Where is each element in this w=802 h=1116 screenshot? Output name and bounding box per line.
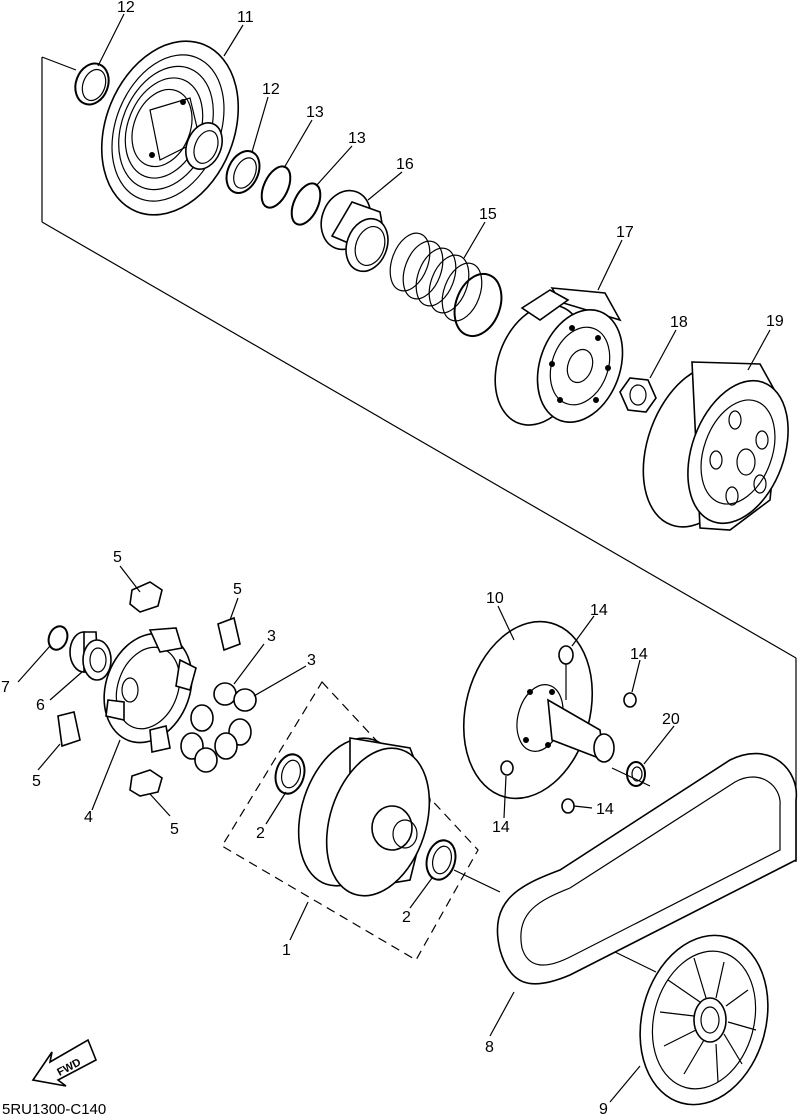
callout-14-bottom-right: 14	[596, 801, 614, 818]
part-20-washer	[626, 761, 646, 787]
leader-lines	[17, 13, 771, 1103]
diagram-code: 5RU1300-C140	[2, 1101, 106, 1116]
fwd-arrow-icon: FWD	[31, 1038, 98, 1087]
callout-15: 15	[479, 206, 497, 223]
part-18-nut	[619, 377, 657, 413]
part-3-weights	[180, 682, 257, 773]
callout-5-top: 5	[113, 549, 122, 566]
part-6-collar	[69, 631, 112, 681]
callout-5-right: 5	[233, 581, 242, 598]
callout-8: 8	[485, 1039, 494, 1056]
part-17-clutch-carrier	[494, 287, 624, 426]
part-7-circlip	[47, 625, 69, 651]
callout-17: 17	[616, 224, 634, 241]
callout-12-second: 12	[262, 81, 280, 98]
part-19-clutch-housing	[642, 361, 789, 531]
part-15-compression-spring	[389, 232, 503, 337]
part-11-secondary-sheave	[100, 40, 240, 216]
callout-20: 20	[662, 711, 680, 728]
part-13-o-rings	[260, 165, 322, 226]
callout-9: 9	[599, 1101, 608, 1116]
part-12-ring-left	[74, 62, 110, 106]
callout-labels: 12 11 12 13 13 16 15 17 18 19 5 5 3 3 7 …	[1, 0, 784, 1116]
part-9-fan	[639, 934, 769, 1106]
callout-18: 18	[670, 314, 688, 331]
callout-3-first: 3	[267, 628, 276, 645]
callout-14-top: 14	[590, 602, 608, 619]
callout-12-top: 12	[117, 0, 135, 16]
callout-11: 11	[237, 9, 254, 26]
part-8-v-belt	[496, 752, 798, 985]
callout-10: 10	[486, 590, 504, 607]
callout-16: 16	[396, 156, 414, 173]
callout-13-first: 13	[306, 104, 324, 121]
callout-19: 19	[766, 313, 784, 330]
part-10-fixed-sheave	[462, 620, 615, 800]
callout-5-bottom: 5	[170, 821, 179, 838]
part-1-primary-sheave	[297, 737, 431, 897]
part-4-cam-plate	[103, 627, 197, 753]
callout-3-second: 3	[307, 652, 316, 669]
callout-5-left: 5	[32, 773, 41, 790]
callout-2-left: 2	[256, 825, 265, 842]
callout-4: 4	[84, 809, 93, 826]
callout-1: 1	[282, 942, 291, 959]
part-5-sliders	[57, 581, 241, 797]
callout-7: 7	[1, 679, 10, 696]
callout-2-right: 2	[402, 909, 411, 926]
callout-14-bottom-left: 14	[492, 819, 510, 836]
callout-14-right: 14	[630, 646, 648, 663]
part-14-screws	[500, 645, 637, 814]
callout-13-second: 13	[348, 130, 366, 147]
callout-6: 6	[36, 697, 45, 714]
part-16-collar	[320, 189, 389, 273]
